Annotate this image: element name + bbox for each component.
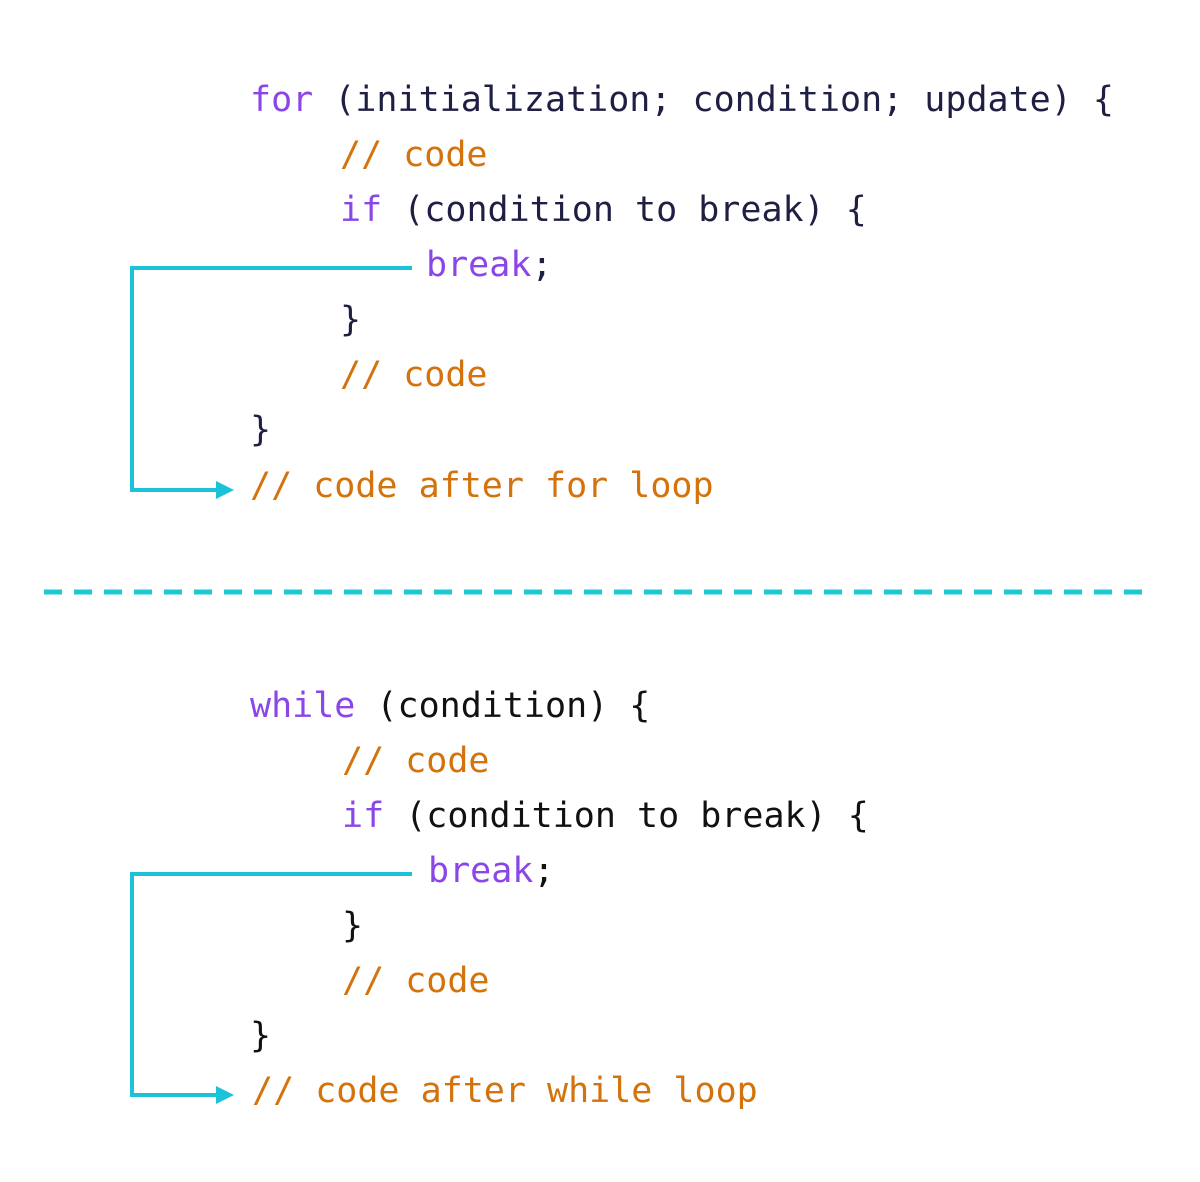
arrow-head-icon <box>216 1086 234 1104</box>
arrow-head-icon <box>216 481 234 499</box>
while-if-statement: if (condition to break) { <box>342 796 869 836</box>
for-body-comment-1: // code <box>340 135 488 175</box>
while-after-loop-comment: // code after while loop <box>252 1071 758 1111</box>
while-close-brace: } <box>250 1016 272 1056</box>
for-break-arrow <box>130 266 412 499</box>
for-after-loop-comment: // code after for loop <box>250 466 714 506</box>
for-if-statement: if (condition to break) { <box>340 190 867 230</box>
for-if-close-brace: } <box>340 300 362 340</box>
while-if-close-brace: } <box>342 906 364 946</box>
while-body-comment-1: // code <box>342 741 490 781</box>
for-close-brace: } <box>250 410 272 450</box>
while-break-arrow <box>130 872 412 1104</box>
for-body-comment-2: // code <box>340 355 488 395</box>
while-loop-header: while (condition) { <box>250 686 651 726</box>
for-loop-header: for (initialization; condition; update) … <box>250 80 1114 120</box>
for-break-statement: break; <box>426 245 553 285</box>
while-body-comment-2: // code <box>342 961 490 1001</box>
while-break-statement: break; <box>428 851 555 891</box>
